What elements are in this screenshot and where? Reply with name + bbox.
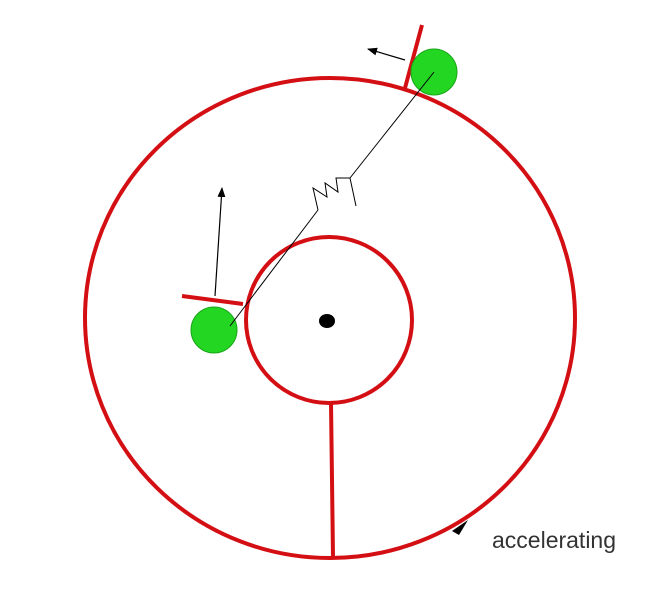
- lower-ball: [190, 306, 238, 354]
- spring-coil: [312, 177, 357, 211]
- upper-ball-stand: [403, 24, 424, 89]
- lower-ball-stand: [181, 294, 244, 306]
- spoke: [329, 402, 335, 558]
- accelerating-label: accelerating: [492, 527, 616, 553]
- spring-line-upper: [349, 71, 435, 179]
- upper-ball-force-arrow: [367, 47, 406, 61]
- outer-ring: [83, 76, 577, 560]
- rotation-arrow-icon: [452, 520, 468, 535]
- lower-ball-force-arrow: [214, 187, 226, 297]
- center-hub: [319, 314, 335, 328]
- inner-ring: [244, 235, 414, 405]
- spring-line-lower: [229, 209, 319, 327]
